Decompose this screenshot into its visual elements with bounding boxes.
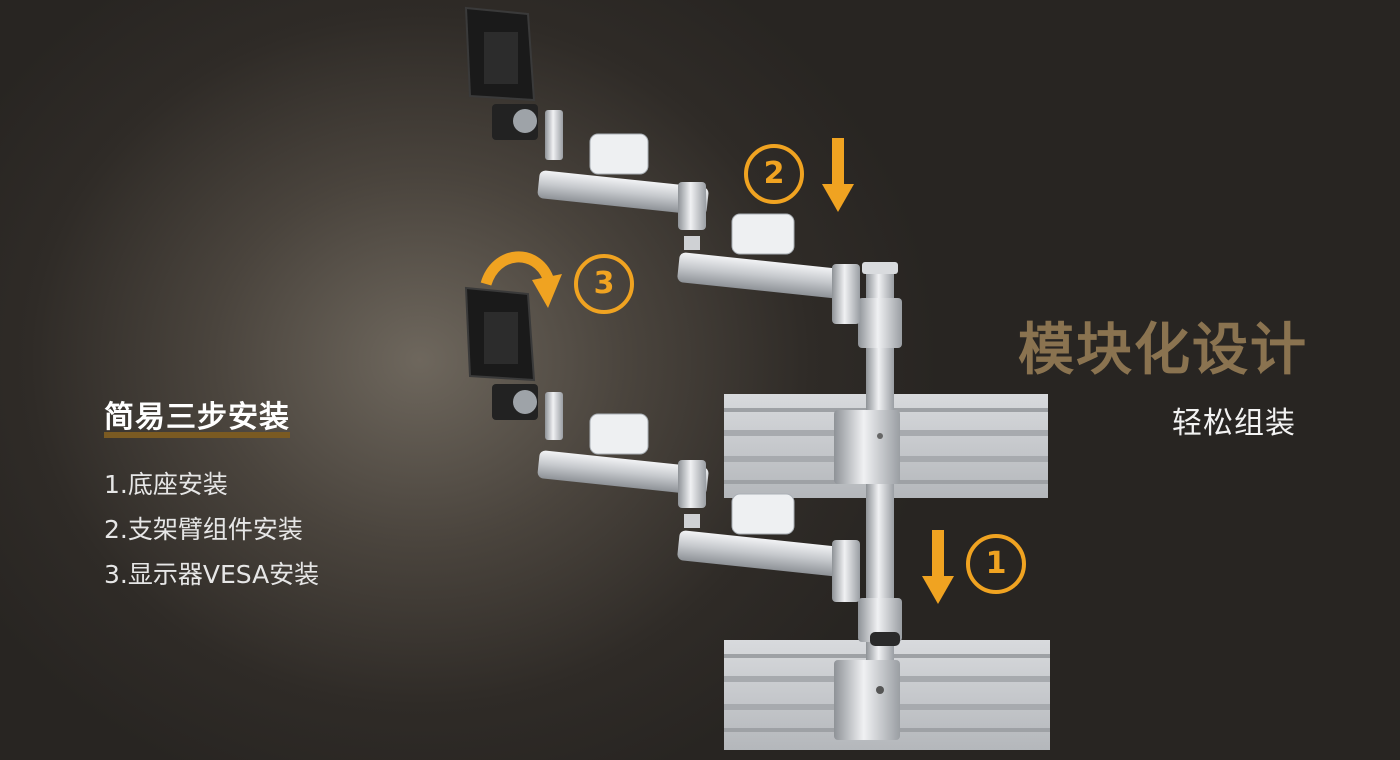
install-title: 简易三步安装 — [104, 392, 290, 438]
step-badge-1: 1 — [966, 534, 1026, 594]
install-steps: 1.底座安装 2.支架臂组件安装 3.显示器VESA安装 — [104, 462, 319, 597]
modular-design-title: 模块化设计 — [1018, 318, 1308, 383]
install-step-1: 1.底座安装 — [104, 470, 228, 499]
upper-arm-assembly — [537, 110, 860, 324]
lower-arm-assembly — [537, 392, 860, 602]
easy-assembly-subtitle: 轻松组装 — [1172, 406, 1296, 441]
step-badge-2: 2 — [744, 144, 804, 204]
arrow-down-icon — [922, 530, 954, 604]
step-badge-3: 3 — [574, 254, 634, 314]
install-step-2: 2.支架臂组件安装 — [104, 515, 303, 544]
vertical-pole — [834, 262, 902, 740]
vesa-plate-lower — [464, 286, 538, 420]
arrow-down-icon — [822, 138, 854, 212]
vesa-plate-upper — [464, 6, 538, 140]
install-step-3: 3.显示器VESA安装 — [104, 560, 320, 589]
curved-arrow-icon — [480, 251, 562, 308]
